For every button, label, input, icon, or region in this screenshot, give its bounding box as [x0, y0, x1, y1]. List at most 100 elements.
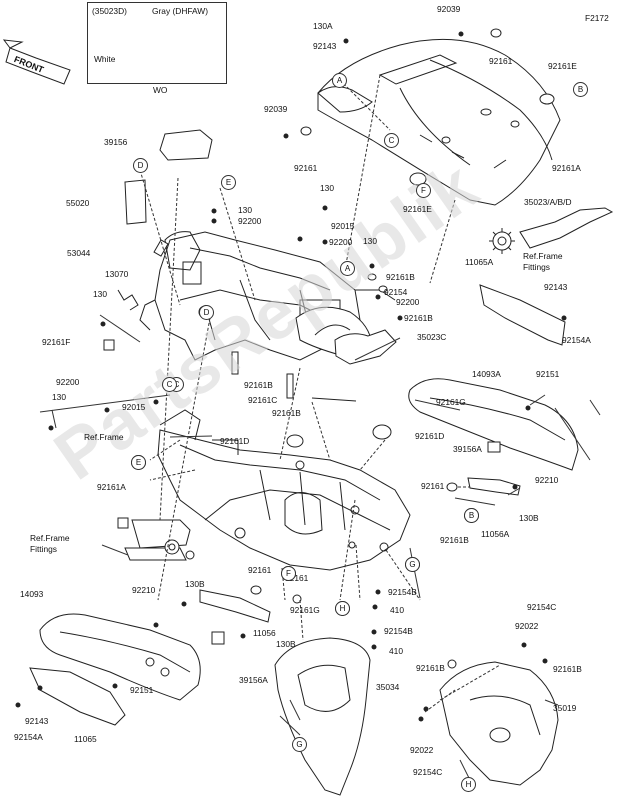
- part-number-label: 92161B: [553, 664, 582, 674]
- part-number-label: 92161B: [416, 663, 445, 673]
- part-number-label: 13070: [105, 269, 129, 279]
- part-number-label: 55020: [66, 198, 90, 208]
- bracket-11056: [199, 589, 271, 623]
- part-number-label: 92161E: [548, 61, 577, 71]
- inset-code-label: WO: [153, 85, 168, 95]
- fender-piece-35023c: [334, 329, 397, 365]
- part-number-label: 92161: [294, 163, 318, 173]
- reference-callout-circle: E: [221, 175, 236, 190]
- part-number-label: 11056: [253, 628, 276, 638]
- rear-cover-35019: [439, 661, 559, 786]
- inset-white-label: White: [94, 54, 116, 64]
- part-number-label: 92161B: [244, 380, 273, 390]
- part-number-label: 92015: [331, 221, 355, 231]
- lower-frame-assembly: [157, 409, 411, 571]
- part-number-label: F2172: [585, 13, 609, 23]
- reference-callout-circle: A: [340, 261, 355, 276]
- part-number-label: 92161B: [386, 272, 415, 282]
- front-arrow-icon: [2, 39, 71, 85]
- part-number-label: 39156A: [453, 444, 482, 454]
- part-number-label: 130B: [276, 639, 296, 649]
- reference-callout-circle: F: [281, 566, 296, 581]
- reference-callout-circle: E: [131, 455, 146, 470]
- part-number-label: 92210: [535, 475, 559, 485]
- pad-39156a-left: [211, 631, 225, 645]
- trim-11065a: [479, 284, 566, 346]
- part-number-label: 35023C: [417, 332, 447, 342]
- rod-part-92161g: [311, 397, 357, 402]
- part-number-label: 92154C: [413, 767, 443, 777]
- reference-callout-circle: B: [464, 508, 479, 523]
- part-number-label: 92151: [130, 685, 154, 695]
- reference-callout-circle: F: [416, 183, 431, 198]
- cover-hole: [160, 667, 170, 677]
- part-number-label: 39156A: [239, 675, 268, 685]
- reference-callout-circle: D: [133, 158, 148, 173]
- part-number-label: 130: [93, 289, 107, 299]
- rear-cover-opening: [489, 727, 511, 743]
- part-number-label: 35034: [376, 682, 400, 692]
- part-number-label: 92200: [329, 237, 353, 247]
- bracket-11056a: [467, 477, 521, 496]
- reference-callout-circle: G: [405, 557, 420, 572]
- spacer-group: [103, 239, 294, 529]
- reference-callout-circle: G: [292, 737, 307, 752]
- cover-hole: [145, 657, 155, 667]
- part-number-label: 92200: [396, 297, 420, 307]
- reference-note: Ref.Frame Fittings: [30, 533, 70, 554]
- part-number-label: 92154C: [527, 602, 557, 612]
- rear-cover-35019-line: [469, 695, 541, 736]
- part-number-label: 410: [389, 646, 403, 656]
- part-number-label: 92039: [264, 104, 288, 114]
- part-number-label: 92200: [56, 377, 80, 387]
- fastener-group: [15, 31, 567, 722]
- trim-11065: [29, 667, 126, 726]
- part-number-label: 92151: [536, 369, 560, 379]
- part-number-label: 11065: [74, 734, 97, 744]
- part-number-label: 92022: [515, 621, 539, 631]
- part-number-label: 11065A: [465, 257, 494, 267]
- part-number-label: 92161D: [220, 436, 250, 446]
- part-number-label: 92161B: [440, 535, 469, 545]
- part-number-label: 14093A: [472, 369, 501, 379]
- part-number-label: 35019: [553, 703, 577, 713]
- part-number-label: 92154B: [388, 587, 417, 597]
- part-number-label: 92161D: [415, 431, 445, 441]
- reference-callout-circle: D: [199, 305, 214, 320]
- part-number-label: 92161A: [97, 482, 126, 492]
- side-panel-part: [124, 179, 147, 225]
- part-number-label: 92161: [489, 56, 513, 66]
- reference-callout-circle: C: [162, 377, 177, 392]
- part-number-label: 92161C: [248, 395, 278, 405]
- part-number-label: 92161G: [290, 605, 320, 615]
- part-number-label: 92161B: [404, 313, 433, 323]
- part-number-label: 92161G: [436, 397, 466, 407]
- part-number-label: 92154: [384, 287, 408, 297]
- seat-cover-part: [159, 129, 213, 161]
- part-number-label: 92143: [25, 716, 49, 726]
- part-number-label: 92143: [544, 282, 568, 292]
- part-number-label: 92161: [285, 573, 309, 583]
- reference-note: Ref.Frame: [84, 432, 124, 442]
- part-number-label: 410: [390, 605, 404, 615]
- part-number-label: 92161A: [552, 163, 581, 173]
- part-number-label: 92161: [421, 481, 445, 491]
- part-number-label: 92015: [122, 402, 146, 412]
- part-number-label: 35023/A/B/D: [524, 197, 572, 207]
- part-number-label: 92022: [410, 745, 434, 755]
- part-number-label: 92161E: [403, 204, 432, 214]
- part-number-label: 92161: [248, 565, 272, 575]
- part-number-label: 130: [363, 236, 377, 246]
- part-number-label: 53044: [67, 248, 91, 258]
- gear-icon: [164, 539, 180, 555]
- reference-callout-circle: C: [384, 133, 399, 148]
- part-number-label: 92143: [313, 41, 337, 51]
- part-number-label: 130B: [185, 579, 205, 589]
- gear-icon: [489, 228, 515, 254]
- part-number-label: 92039: [437, 4, 461, 14]
- side-cover-14093a-line: [429, 397, 566, 441]
- reference-callout-circle: B: [573, 82, 588, 97]
- inset-color-label: Gray (DHFAW): [152, 6, 208, 16]
- reference-note: Ref.Frame Fittings: [523, 251, 563, 272]
